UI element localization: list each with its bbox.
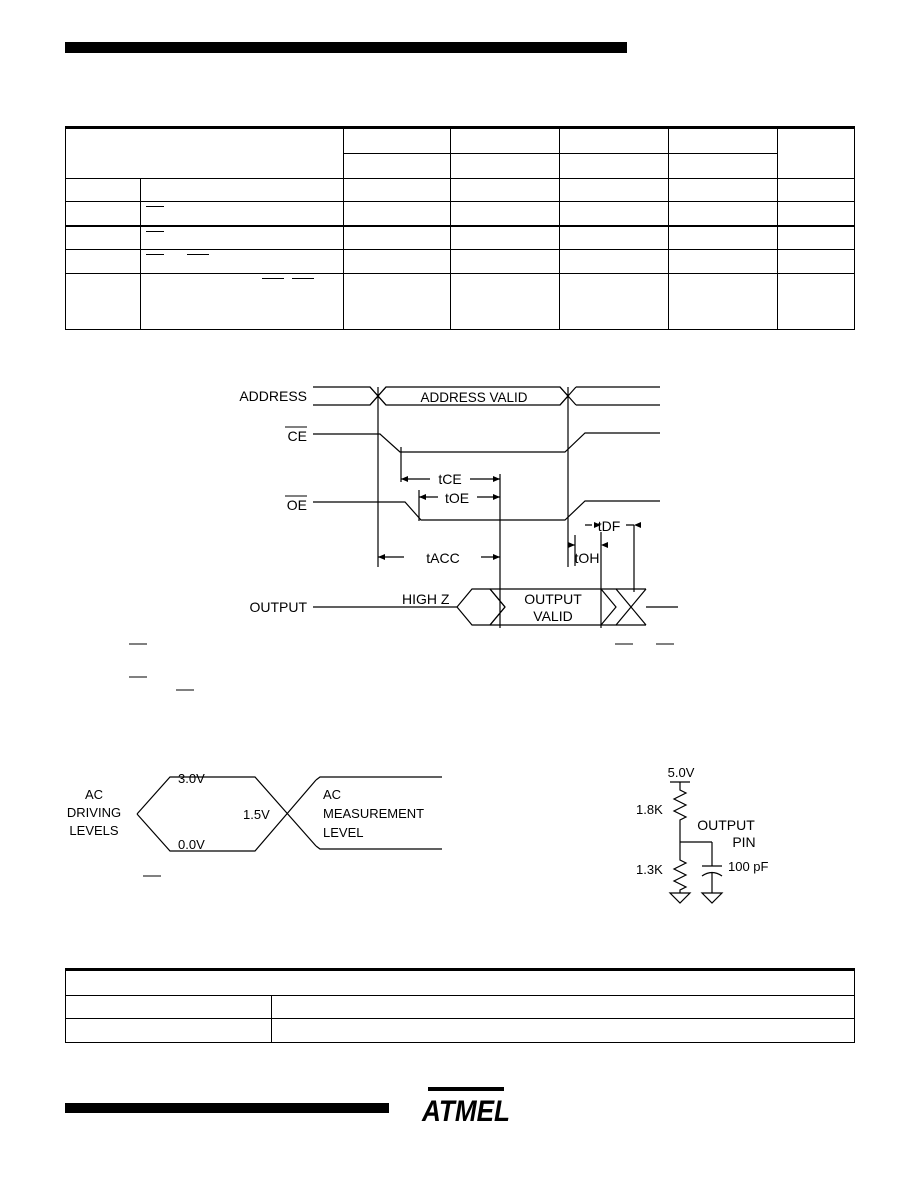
- output-valid-label-1: OUTPUT: [524, 591, 582, 607]
- table-row: [65, 1018, 856, 1043]
- driving-label-2: DRIVING: [67, 805, 121, 820]
- tacc-label: tACC: [426, 550, 459, 566]
- bottom-table: [65, 968, 856, 1043]
- v-mid-label: 1.5V: [243, 807, 270, 822]
- overbar-mark: [145, 206, 164, 207]
- table-header-cell: [668, 153, 779, 179]
- atmel-logo: ATMEL: [421, 1087, 510, 1128]
- output-pin-label-1: OUTPUT: [697, 817, 755, 833]
- table-header-cell: [450, 153, 561, 179]
- measurement-label-2: MEASUREMENT: [323, 806, 424, 821]
- oe-waveform: [313, 500, 660, 521]
- load-circuit: [668, 781, 724, 904]
- timing-diagram: [313, 386, 678, 628]
- measurement-label-1: AC: [323, 787, 341, 802]
- toe-label: tOE: [445, 490, 469, 506]
- resistor-1.3k: [672, 842, 688, 893]
- header-bar: [65, 42, 627, 53]
- table-header-cell: [342, 153, 452, 179]
- table-row: [65, 201, 855, 226]
- capacitor-label: 100 pF: [728, 859, 769, 874]
- r1-label: 1.8K: [636, 802, 663, 817]
- table-header-cell: [777, 127, 855, 179]
- table-header-cell: [559, 127, 670, 154]
- measurement-lines: [315, 776, 442, 850]
- table-header-cell: [559, 153, 670, 179]
- output-signal-label: OUTPUT: [249, 599, 307, 615]
- overbar-mark: [145, 230, 164, 232]
- resistor-1.8k: [670, 781, 690, 842]
- ce-waveform: [313, 432, 660, 453]
- address-waveform-left: [313, 386, 379, 406]
- ground-symbol-2: [700, 892, 724, 904]
- capacitor-plate-top: [702, 842, 722, 867]
- overbar-mark: [291, 278, 314, 279]
- v-high-label: 3.0V: [178, 771, 205, 786]
- overbar-mark: [186, 254, 209, 255]
- table-row: [65, 995, 856, 1019]
- output-pin-label-2: PIN: [732, 834, 755, 850]
- address-waveform-right: [576, 386, 660, 406]
- footer-bar: [65, 1103, 389, 1113]
- note-overbars: [129, 643, 674, 877]
- driving-waveform-fall: [136, 779, 317, 852]
- output-valid-label-2: VALID: [533, 608, 572, 624]
- toh-label: tOH: [575, 550, 600, 566]
- address-valid-label: ADDRESS VALID: [420, 390, 527, 405]
- v-low-label: 0.0V: [178, 837, 205, 852]
- table-header-cell: [65, 127, 344, 179]
- table-row: [65, 273, 855, 330]
- tce-label: tCE: [438, 471, 461, 487]
- driving-label-1: AC: [85, 787, 103, 802]
- output-transition-left: [456, 588, 506, 626]
- ac-characteristics-table: [65, 126, 855, 330]
- table-row: [65, 249, 855, 274]
- capacitor-plate-bottom: [701, 871, 723, 893]
- address-signal-label: ADDRESS: [239, 388, 307, 404]
- overbar-mark: [261, 278, 284, 279]
- driving-label-3: LEVELS: [69, 823, 118, 838]
- highz-label: HIGH Z: [402, 591, 450, 607]
- ac-levels-diagram: [136, 776, 442, 852]
- overbar-mark: [145, 254, 164, 255]
- table-row: [65, 178, 855, 202]
- ce-signal-label: CE: [288, 428, 307, 444]
- table-header-cell: [668, 127, 779, 154]
- address-crossing: [559, 386, 577, 567]
- ground-symbol-1: [668, 892, 692, 904]
- measurement-label-3: LEVEL: [323, 825, 363, 840]
- output-transition-right: [600, 588, 647, 626]
- r2-label: 1.3K: [636, 862, 663, 877]
- table-row: [65, 969, 855, 996]
- tdf-label: tDF: [598, 518, 621, 534]
- vcc-label: 5.0V: [668, 765, 695, 780]
- logo-text: ATMEL: [421, 1095, 510, 1128]
- driving-waveform-rise: [136, 776, 317, 847]
- oe-signal-label: OE: [287, 497, 307, 513]
